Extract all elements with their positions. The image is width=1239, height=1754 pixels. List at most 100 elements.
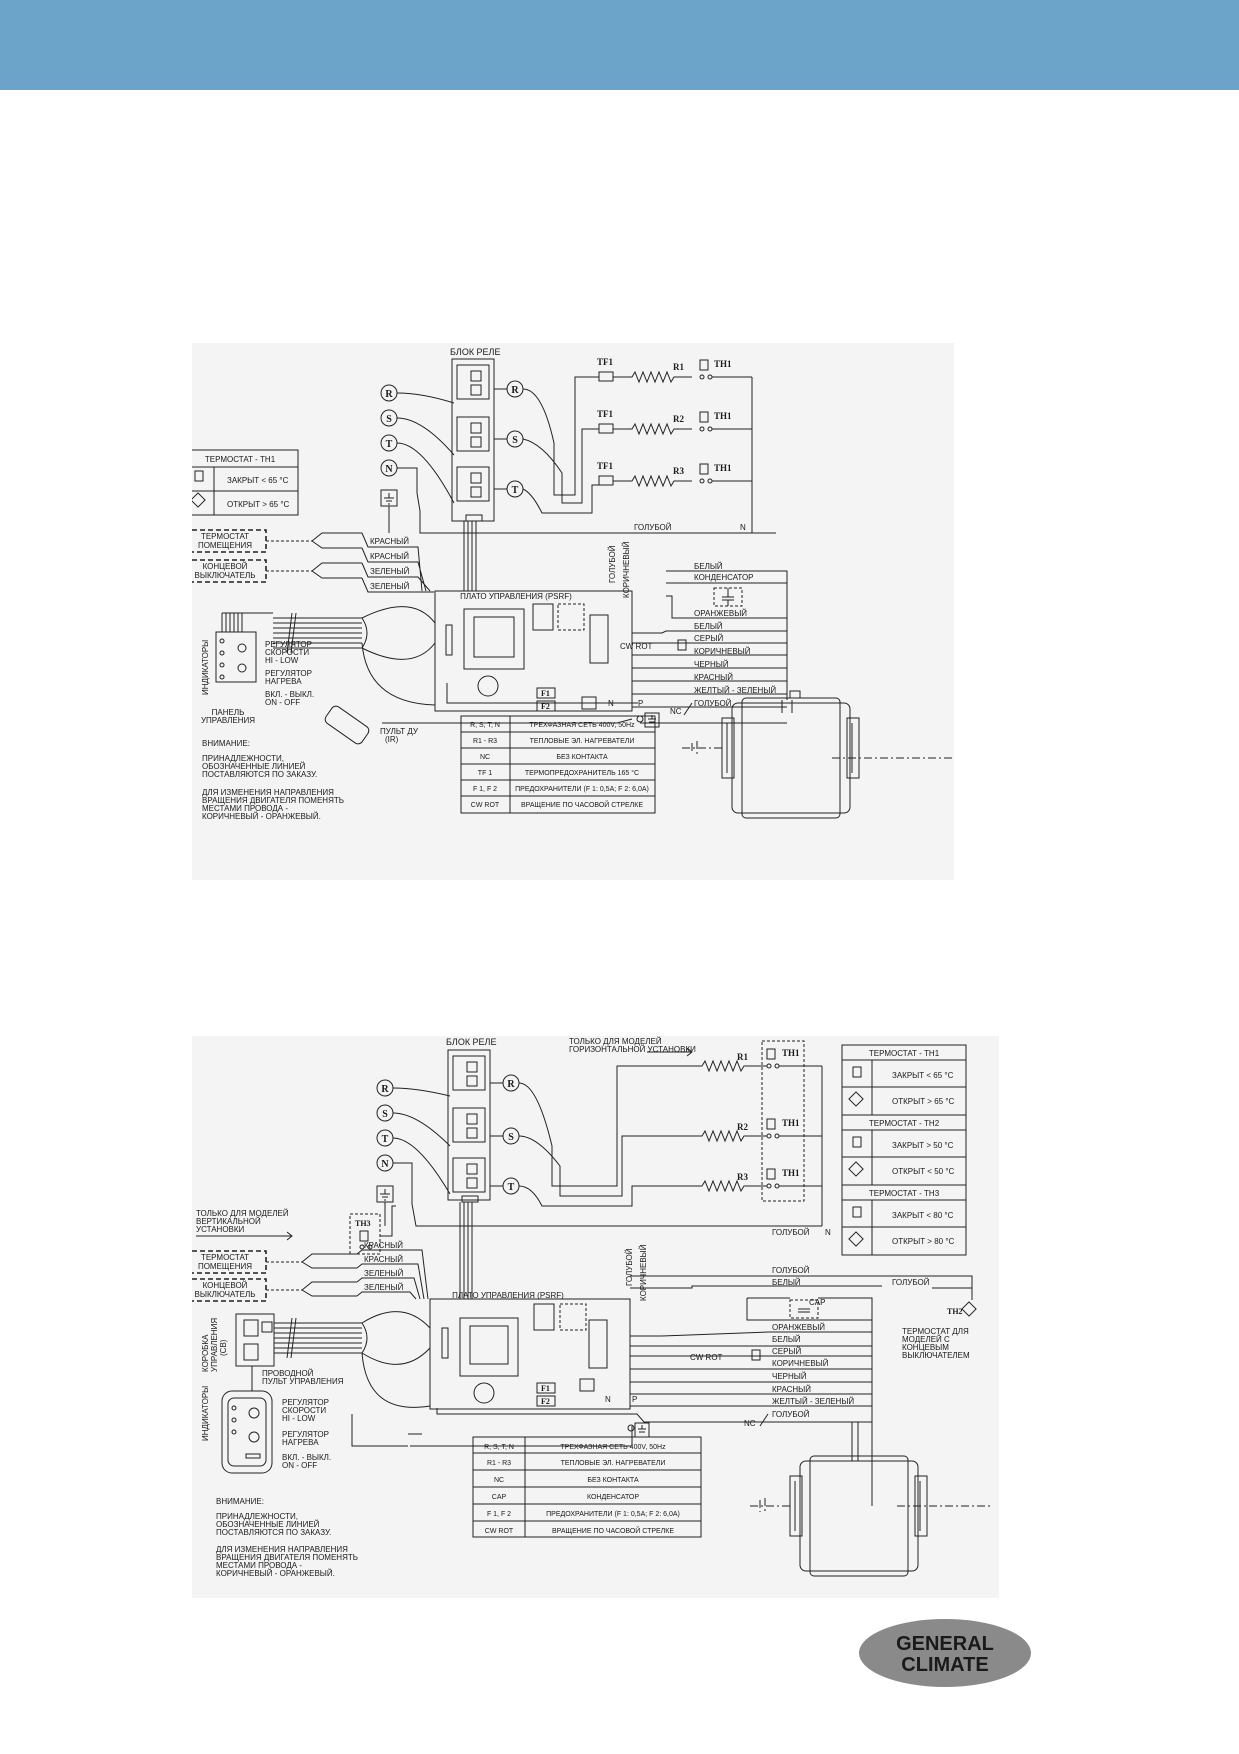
svg-text:ЗЕЛЕНЫЙ: ЗЕЛЕНЫЙ (364, 1283, 404, 1292)
svg-text:NC: NC (670, 707, 682, 716)
svg-text:БЕЛЫЙ: БЕЛЫЙ (772, 1335, 801, 1344)
phase-n-left: N (380, 459, 398, 477)
phase-t-right: T (502, 1177, 520, 1195)
svg-text:СКОРОСТИ: СКОРОСТИ (265, 648, 309, 657)
svg-text:ЗЕЛЕНЫЙ: ЗЕЛЕНЫЙ (370, 567, 410, 576)
svg-text:CAP: CAP (809, 1298, 825, 1307)
logo-line-2: CLIMATE (901, 1654, 988, 1676)
room-thermostat: ТЕРМОСТАТ ПОМЕЩЕНИЯ (183, 1250, 267, 1274)
control-box-cb: КОРОБКА УПРАВЛЕНИЯ (CB) (201, 1313, 275, 1372)
svg-text:ПУЛЬТ ДУ: ПУЛЬТ ДУ (380, 727, 419, 736)
svg-text:РЕГУЛЯТОР: РЕГУЛЯТОР (282, 1398, 329, 1407)
svg-text:ВНИМАНИЕ:: ВНИМАНИЕ: (202, 739, 250, 748)
svg-text:ПУЛЬТ УПРАВЛЕНИЯ: ПУЛЬТ УПРАВЛЕНИЯ (262, 1377, 344, 1386)
phase-s-right: S (506, 430, 524, 448)
svg-text:СЕРЫЙ: СЕРЫЙ (772, 1347, 802, 1356)
svg-text:ТЕРМОСТАТ - TH1: ТЕРМОСТАТ - TH1 (205, 455, 276, 464)
limit-switch: КОНЦЕВОЙ ВЫКЛЮЧАТЕЛЬ (183, 559, 267, 583)
svg-text:ВРАЩЕНИЕ ПО ЧАСОВОЙ СТРЕЛКЕ: ВРАЩЕНИЕ ПО ЧАСОВОЙ СТРЕЛКЕ (552, 1526, 674, 1535)
svg-text:TH1: TH1 (714, 359, 732, 369)
svg-text:ПЛАТО УПРАВЛЕНИЯ (PSRF): ПЛАТО УПРАВЛЕНИЯ (PSRF) (452, 1291, 564, 1300)
svg-text:КРАСНЫЙ: КРАСНЫЙ (364, 1255, 403, 1264)
svg-text:УПРАВЛЕНИЯ: УПРАВЛЕНИЯ (210, 1318, 219, 1372)
svg-text:TH1: TH1 (714, 411, 732, 421)
svg-text:ОТКРЫТ > 80 °C: ОТКРЫТ > 80 °C (892, 1237, 955, 1246)
svg-text:TF1: TF1 (597, 357, 614, 367)
svg-text:ЗАКРЫТ > 50 °C: ЗАКРЫТ > 50 °C (892, 1141, 954, 1150)
svg-text:КОРИЧНЕВЫЙ: КОРИЧНЕВЫЙ (639, 1244, 648, 1301)
legend-table: R, S, T, N ТРЕХФАЗНАЯ СЕТЬ 400V, 50Hz R1… (472, 1436, 702, 1538)
svg-text:КРАСНЫЙ: КРАСНЫЙ (370, 552, 409, 561)
svg-text:R: R (511, 385, 519, 396)
heater-row-3: R3 TH1 (652, 1168, 822, 1193)
svg-text:КОРИЧНЕВЫЙ - ОРАНЖЕВЫЙ.: КОРИЧНЕВЫЙ - ОРАНЖЕВЫЙ. (216, 1569, 335, 1578)
svg-text:R: R (507, 1079, 515, 1090)
svg-text:ЧЕРНЫЙ: ЧЕРНЫЙ (772, 1372, 807, 1381)
svg-text:CAP: CAP (492, 1494, 507, 1501)
svg-text:ТЕПЛОВЫЕ ЭЛ. НАГРЕВАТЕЛИ: ТЕПЛОВЫЕ ЭЛ. НАГРЕВАТЕЛИ (530, 738, 635, 745)
svg-text:ИНДИКАТОРЫ: ИНДИКАТОРЫ (201, 640, 210, 695)
svg-text:НАГРЕВА: НАГРЕВА (282, 1438, 319, 1447)
svg-text:ПРЕДОХРАНИТЕЛИ (F 1: 0,5A; F 2: ПРЕДОХРАНИТЕЛИ (F 1: 0,5A; F 2: 6,0A) (515, 786, 649, 793)
svg-text:N: N (825, 1228, 831, 1237)
svg-text:TH2: TH2 (947, 1307, 963, 1316)
svg-text:ОРАНЖЕВЫЙ: ОРАНЖЕВЫЙ (694, 609, 747, 618)
svg-text:ПРЕДОХРАНИТЕЛИ (F 1: 0,5A; F 2: ПРЕДОХРАНИТЕЛИ (F 1: 0,5A; F 2: 6,0A) (546, 1511, 680, 1518)
svg-text:N: N (385, 464, 393, 475)
svg-text:БЕЗ КОНТАКТА: БЕЗ КОНТАКТА (587, 1477, 639, 1484)
svg-text:CW ROT: CW ROT (620, 642, 653, 651)
svg-text:ГОЛУБОЙ: ГОЛУБОЙ (608, 545, 617, 583)
blue-wire-label: ГОЛУБОЙ (634, 523, 672, 532)
svg-text:МЕСТАМИ ПРОВОДА -: МЕСТАМИ ПРОВОДА - (216, 1561, 302, 1570)
svg-text:КОРОБКА: КОРОБКА (201, 1334, 210, 1372)
svg-text:ОБОЗНАЧЕННЫЕ ЛИНИЕЙ: ОБОЗНАЧЕННЫЕ ЛИНИЕЙ (216, 1520, 320, 1529)
logo-line-1: GENERAL (896, 1633, 994, 1655)
svg-text:ВЫКЛЮЧАТЕЛЬ: ВЫКЛЮЧАТЕЛЬ (195, 571, 256, 580)
svg-text:TF1: TF1 (597, 461, 614, 471)
svg-text:R1: R1 (673, 362, 684, 372)
svg-text:ВЫКЛЮЧАТЕЛЬ: ВЫКЛЮЧАТЕЛЬ (195, 1290, 256, 1299)
svg-text:S: S (382, 1109, 388, 1120)
svg-text:T: T (512, 485, 519, 496)
svg-text:ТОЛЬКО ДЛЯ МОДЕЛЕЙ: ТОЛЬКО ДЛЯ МОДЕЛЕЙ (196, 1209, 289, 1218)
svg-text:HI - LOW: HI - LOW (282, 1414, 316, 1423)
svg-text:F2: F2 (541, 702, 550, 711)
svg-text:ПОСТАВЛЯЮТСЯ ПО ЗАКАЗУ.: ПОСТАВЛЯЮТСЯ ПО ЗАКАЗУ. (216, 1528, 331, 1537)
svg-text:МОДЕЛЕЙ С: МОДЕЛЕЙ С (902, 1335, 950, 1344)
control-board-psrf: ПЛАТО УПРАВЛЕНИЯ (PSRF) F1 F2 N P (429, 1291, 637, 1410)
svg-text:ТРЕХФАЗНАЯ СЕТЬ 400V, 50Hz: ТРЕХФАЗНАЯ СЕТЬ 400V, 50Hz (560, 1444, 666, 1451)
svg-text:HI - LOW: HI - LOW (265, 656, 299, 665)
svg-text:ОТКРЫТ > 65 °C: ОТКРЫТ > 65 °C (892, 1097, 955, 1106)
svg-text:TH1: TH1 (714, 463, 732, 473)
notes-block: ВНИМАНИЕ: ПРИНАДЛЕЖНОСТИ, ОБОЗНАЧЕННЫЕ Л… (202, 739, 344, 821)
svg-text:БЕЛЫЙ: БЕЛЫЙ (694, 622, 723, 631)
wired-remote: ИНДИКАТОРЫ РЕГУЛЯТОР СКОРОСТИ HI - LOW Р… (201, 1386, 331, 1474)
thermostat-table-th2: ТЕРМОСТАТ - TH2 ЗАКРЫТ > 50 °C ОТКРЫТ < … (841, 1114, 967, 1186)
svg-text:ЗАКРЫТ < 65 °C: ЗАКРЫТ < 65 °C (227, 476, 289, 485)
motor-wire-labels: CAP ОРАНЖЕВЫЙ БЕЛЫЙ СЕРЫЙ КОРИЧНЕВЫЙ ЧЕР… (772, 1298, 854, 1419)
svg-text:ВЕРТИКАЛЬНОЙ: ВЕРТИКАЛЬНОЙ (196, 1217, 261, 1226)
svg-text:КОРИЧНЕВЫЙ: КОРИЧНЕВЫЙ (622, 541, 631, 598)
svg-text:S: S (386, 414, 392, 425)
svg-text:ТЕРМОСТАТ - TH1: ТЕРМОСТАТ - TH1 (869, 1049, 940, 1058)
control-board-psrf: ПЛАТО УПРАВЛЕНИЯ (PSRF) F1 F2 N P (434, 590, 643, 712)
svg-text:R: R (385, 389, 393, 400)
svg-text:F 1, F 2: F 1, F 2 (487, 1511, 511, 1518)
svg-text:КРАСНЫЙ: КРАСНЫЙ (364, 1241, 403, 1250)
svg-text:КОРИЧНЕВЫЙ: КОРИЧНЕВЫЙ (772, 1359, 829, 1368)
relay-title: БЛОК РЕЛЕ (450, 347, 500, 357)
svg-text:CW ROT: CW ROT (485, 1528, 514, 1535)
svg-text:ТЕРМОПРЕДОХРАНИТЕЛЬ 165 °C: ТЕРМОПРЕДОХРАНИТЕЛЬ 165 °C (525, 769, 639, 777)
svg-text:ОТКРЫТ > 65 °C: ОТКРЫТ > 65 °C (227, 500, 290, 509)
svg-text:ВКЛ. - ВЫКЛ.: ВКЛ. - ВЫКЛ. (282, 1453, 331, 1462)
general-climate-logo: GENERAL CLIMATE (856, 1616, 1034, 1690)
svg-text:NC: NC (744, 1419, 756, 1428)
svg-text:T: T (508, 1182, 515, 1193)
svg-text:ТОЛЬКО ДЛЯ МОДЕЛЕЙ: ТОЛЬКО ДЛЯ МОДЕЛЕЙ (569, 1037, 662, 1046)
svg-text:ГОЛУБОЙ: ГОЛУБОЙ (772, 1266, 810, 1275)
thermostat-table-th3: ТЕРМОСТАТ - TH3 ЗАКРЫТ < 80 °C ОТКРЫТ > … (841, 1184, 967, 1256)
svg-text:КОНЦЕВОЙ: КОНЦЕВОЙ (203, 562, 248, 571)
svg-text:ЗЕЛЕНЫЙ: ЗЕЛЕНЫЙ (370, 582, 410, 591)
svg-text:F 1, F 2: F 1, F 2 (473, 786, 497, 793)
svg-text:ДЛЯ ИЗМЕНЕНИЯ НАПРАВЛЕНИЯ: ДЛЯ ИЗМЕНЕНИЯ НАПРАВЛЕНИЯ (216, 1545, 348, 1554)
